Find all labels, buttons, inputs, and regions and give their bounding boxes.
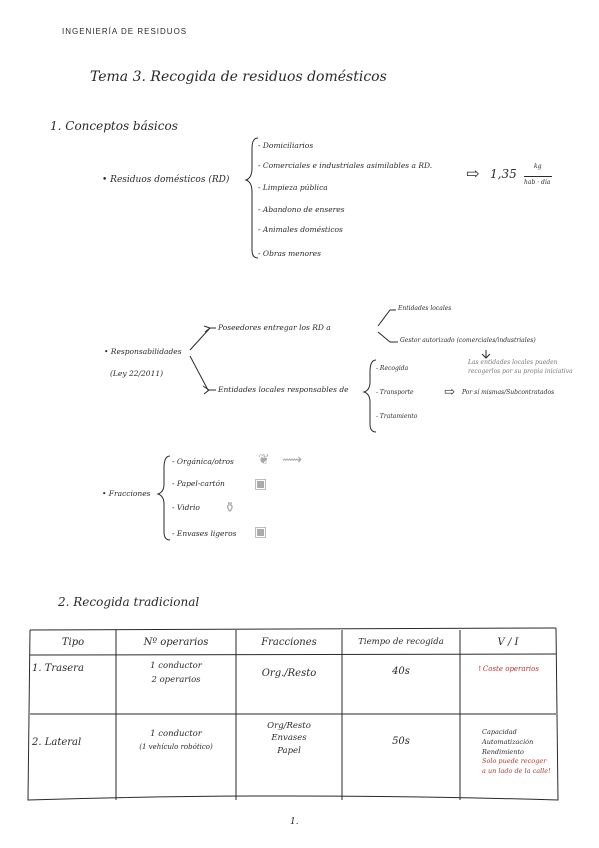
operarios-line: 1 conductor <box>150 729 202 739</box>
table-header: Tipo <box>61 637 85 648</box>
rd-value: 1,35 <box>490 167 517 181</box>
course-header: INGENIERÍA DE RESIDUOS <box>62 27 188 36</box>
table-cell-fracciones: Org./Resto <box>261 668 317 679</box>
vi-warning-line: a un lado de la calle! <box>482 767 551 775</box>
table-cell-tiempo: 40s <box>392 666 410 677</box>
fraccion-line: Envases <box>271 733 307 744</box>
fracciones-label: • Fracciones <box>102 489 151 498</box>
vi-line: Capacidad <box>482 728 517 736</box>
fraccion-item: - Vidrio <box>172 503 200 512</box>
resp-branch-2: Entidades locales responsables de <box>218 385 349 394</box>
vi-warning-line: Solo puede recoger <box>482 757 547 766</box>
table-cell-vi: ↑Coste operarios <box>477 665 539 673</box>
rd-item: - Limpieza pública <box>258 183 328 192</box>
rd-item: - Domiciliarios <box>258 141 314 150</box>
operarios-line: 2 operarios <box>151 674 201 685</box>
table-cell-operarios: 1 conductor 2 operarios <box>116 660 236 687</box>
carton-icon: ▣ <box>254 524 268 540</box>
fraccion-line: Papel <box>277 745 301 756</box>
arrow-icon: ⇨ <box>466 164 480 183</box>
rd-item: - Animales domésticos <box>258 225 343 234</box>
fraccion-item: - Orgánica/otros <box>172 457 234 466</box>
resp-subcontract-note: Por sí mismas/Subcontratados <box>462 389 555 396</box>
table-cell-tiempo: 50s <box>392 736 410 747</box>
resp-branch-1: Poseedores entregar los RD a <box>218 323 331 332</box>
fruit-icon: ❦ <box>258 452 270 468</box>
resp-task: - Transporte <box>376 389 414 396</box>
vi-line: Automatización <box>482 737 534 746</box>
resp-note-line-1: Las entidades locales pueden <box>468 359 558 366</box>
table-cell-vi: Capacidad Automatización Rendimiento Sol… <box>482 728 551 777</box>
rd-item: - Abandono de enseres <box>258 205 345 214</box>
rd-item: - Obras menores <box>258 249 321 258</box>
rd-unit-num: kg <box>534 163 542 170</box>
table-cell-tipo: 1. Trasera <box>32 663 84 674</box>
table-cell-operarios: 1 conductor (1 vehículo robótico) <box>116 728 236 753</box>
resp-branch-1b: Gestor autorizado (comerciales/industria… <box>400 337 536 344</box>
arrow-icon: ⇨ <box>444 385 455 400</box>
fraction-bar <box>524 176 552 177</box>
operarios-line: 1 conductor <box>150 661 202 671</box>
page-title: Tema 3. Recogida de residuos domésticos <box>90 69 387 85</box>
fish-icon: ⟿ <box>282 452 303 468</box>
resp-task: - Tratamiento <box>376 413 418 420</box>
resp-task: - Recogida <box>376 365 409 372</box>
resp-law: (Ley 22/2011) <box>110 369 164 378</box>
section-1-heading: 1. Conceptos básicos <box>50 119 178 133</box>
rd-unit-den: hab · día <box>524 179 551 186</box>
fraccion-item: - Papel-cartón <box>172 479 225 488</box>
resp-label: • Responsabilidades <box>104 347 182 356</box>
fraccion-item: - Envases ligeros <box>172 529 237 538</box>
bottle-icon: ⚱ <box>224 500 236 516</box>
operarios-line: (1 vehículo robótico) <box>139 742 213 751</box>
rd-label: • Residuos domésticos (RD) <box>102 175 230 185</box>
table-cell-fracciones: Org/Resto Envases Papel <box>236 720 342 757</box>
vi-line: Rendimiento <box>482 747 524 756</box>
table-header: Nº operarios <box>143 637 209 648</box>
rd-item: - Comerciales e industriales asimilables… <box>258 161 433 170</box>
table-cell-tipo: 2. Lateral <box>32 737 82 748</box>
section-2-heading: 2. Recogida tradicional <box>58 595 200 609</box>
box-icon: ▣ <box>254 476 268 492</box>
resp-note-line-2: recogerlos por su propia iniciativa <box>468 368 573 375</box>
page-number: 1. <box>290 817 299 827</box>
fraccion-line: Org/Resto <box>267 721 311 731</box>
table-header: Fracciones <box>261 637 317 648</box>
table-header: V / I <box>497 637 519 648</box>
table-header: Tiempo de recogida <box>358 637 444 647</box>
resp-branch-1a: Entidades locales <box>398 305 452 312</box>
